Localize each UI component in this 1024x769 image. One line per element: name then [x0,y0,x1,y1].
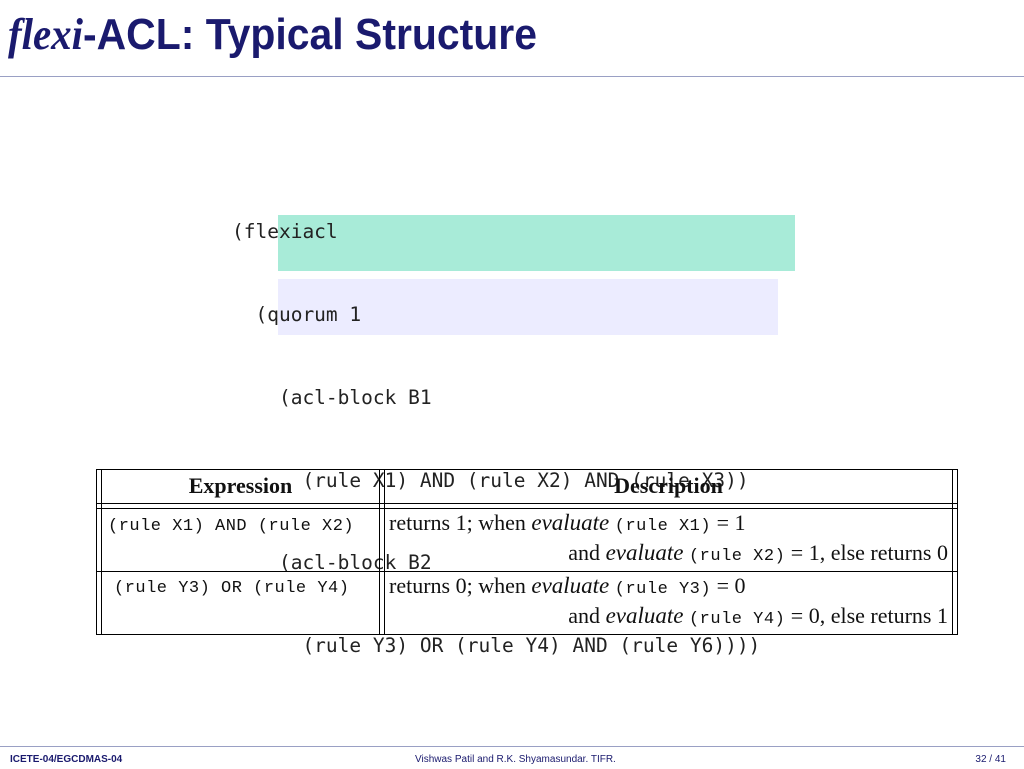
slide-footer: ICETE-04/EGCDMAS-04 Vishwas Patil and R.… [0,746,1024,769]
table-row-desc-line1: returns 0; when evaluate (rule Y3) = 0 [389,573,746,599]
footer-page-number: 32 / 41 [975,754,1006,765]
title-italic-part: flexi [8,10,83,59]
code-line: (rule X1) AND (rule X2) AND (rule X3)) [232,468,749,492]
acl-block-b2-highlight [278,279,778,335]
flexiacl-code-listing: (flexiacl (quorum 1 (acl-block B1 (rule … [232,163,760,687]
table-row-expression: (rule X1) AND (rule X2) [108,517,355,536]
table-row-desc-line2: and evaluate (rule Y4) = 0, else returns… [568,603,948,629]
expression-table: Expression Description (rule X1) AND (ru… [96,469,958,635]
code-line: (acl-block B2 [232,551,432,575]
code-line: (quorum 1 [232,302,362,326]
footer-authors: Vishwas Patil and R.K. Shyamasundar. TIF… [415,754,616,765]
slide-title: flexi-ACL: Typical Structure [8,8,537,62]
header-description: Description [614,473,723,498]
code-line: (rule Y3) OR (rule Y4) AND (rule Y6)))) [232,634,761,658]
title-divider [0,76,1024,77]
code-line: (acl-block B1 [232,385,432,409]
footer-conference: ICETE-04/EGCDMAS-04 [10,754,123,765]
table-row-expression: (rule Y3) OR (rule Y4) [114,579,350,598]
code-line: (flexiacl [232,220,338,244]
table-row-desc-line1: returns 1; when evaluate (rule X1) = 1 [389,510,746,536]
header-expression: Expression [188,473,293,498]
table-row-desc-line2: and evaluate (rule X2) = 1, else returns… [568,540,948,566]
acl-block-b1-highlight [278,215,795,271]
title-main-part: -ACL: Typical Structure [82,10,537,59]
